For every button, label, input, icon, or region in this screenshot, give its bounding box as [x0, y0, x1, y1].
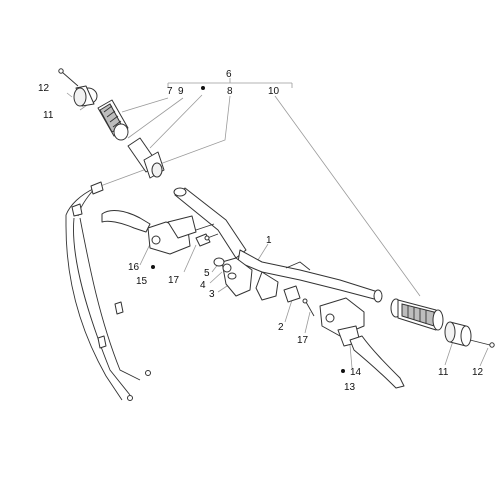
throttle-sleeve — [127, 137, 165, 179]
callout-2: 2 — [278, 322, 284, 333]
right-brake-lever — [349, 335, 405, 389]
callout-11-left: 11 — [43, 110, 54, 121]
leader-lines — [66, 92, 489, 369]
kit-dot-8 — [201, 86, 205, 90]
throttle-cables — [65, 181, 151, 401]
callout-16: 16 — [128, 262, 140, 273]
small-screw-right — [302, 298, 315, 317]
left-brake-lever — [101, 210, 151, 233]
callout-8: 8 — [227, 86, 233, 97]
callout-4: 4 — [200, 280, 206, 291]
bar-end-screw-left — [58, 68, 79, 87]
callout-9: 9 — [178, 86, 184, 97]
callout-labels: 12 11 6 7 9 8 10 1 16 15 17 5 4 3 2 17 1… — [38, 69, 484, 393]
callout-17-left: 17 — [168, 275, 180, 286]
bar-end-weight-left — [73, 85, 98, 107]
callout-14: 14 — [350, 367, 362, 378]
group-bracket-6 — [167, 78, 293, 88]
right-grip — [390, 298, 444, 331]
kit-dot-15 — [151, 265, 155, 269]
callout-11-right: 11 — [438, 367, 449, 378]
kit-dot-14 — [341, 369, 345, 373]
callout-13: 13 — [344, 382, 356, 393]
callout-3: 3 — [209, 289, 215, 300]
callout-5: 5 — [204, 268, 210, 279]
mount-bolt — [283, 285, 301, 303]
bar-end-weight-right — [444, 321, 472, 347]
callout-17-right: 17 — [297, 335, 309, 346]
callout-12-left: 12 — [38, 83, 50, 94]
small-fasteners-center — [195, 233, 237, 280]
callout-7: 7 — [167, 86, 173, 97]
callout-10: 10 — [268, 86, 280, 97]
handlebar — [173, 187, 383, 303]
bar-end-screw-right — [469, 339, 495, 348]
callout-1: 1 — [266, 235, 272, 246]
callout-6: 6 — [226, 69, 232, 80]
callout-12-right: 12 — [472, 367, 484, 378]
left-lever-mount — [147, 215, 197, 255]
callout-15: 15 — [136, 276, 148, 287]
left-grip — [97, 99, 129, 141]
